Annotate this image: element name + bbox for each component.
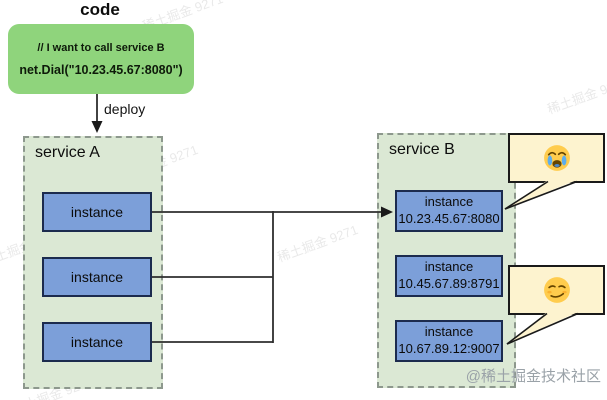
loudly-crying-face-icon bbox=[543, 145, 570, 171]
service-b-instance-2: instance 10.45.67.89:8791 bbox=[395, 255, 503, 297]
diagonal-watermark: 稀土掘金 9271 bbox=[275, 221, 360, 265]
service-b-title: service B bbox=[389, 141, 455, 158]
code-dial-line: net.Dial("10.23.45.67:8080") bbox=[19, 62, 183, 77]
diagonal-watermark: 稀土掘金 9271 bbox=[545, 73, 607, 117]
service-b-instance-3: instance 10.67.89.12:9007 bbox=[395, 320, 503, 362]
instance-address: 10.45.67.89:8791 bbox=[398, 276, 500, 291]
code-comment: // I want to call service B bbox=[37, 41, 165, 54]
instance-label: instance bbox=[70, 269, 124, 285]
service-a-instance-3: instance bbox=[42, 322, 152, 362]
instance-address: 10.67.89.12:9007 bbox=[398, 341, 500, 356]
juejin-watermark: @稀土掘金技术社区 bbox=[465, 368, 601, 385]
deploy-arrowhead bbox=[91, 121, 103, 133]
deploy-label: deploy bbox=[104, 101, 146, 117]
instance-label: instance bbox=[424, 194, 474, 210]
service-b-instance-1: instance 10.23.45.67:8080 bbox=[395, 190, 503, 232]
code-label: code bbox=[80, 0, 120, 19]
instance-label: instance bbox=[424, 324, 474, 340]
code-snippet-box: // I want to call service B net.Dial("10… bbox=[8, 24, 194, 94]
bubble-2-tail bbox=[507, 312, 578, 344]
speech-bubble-smirking bbox=[508, 265, 605, 315]
service-a-instance-2: instance bbox=[42, 257, 152, 297]
speech-bubble-crying bbox=[508, 133, 605, 183]
instance-label: instance bbox=[70, 204, 124, 220]
service-a-title: service A bbox=[35, 144, 100, 161]
smirking-face-icon bbox=[543, 277, 570, 303]
instance-label: instance bbox=[424, 259, 474, 275]
service-a-instance-1: instance bbox=[42, 192, 152, 232]
instance-label: instance bbox=[70, 334, 124, 350]
instance-address: 10.23.45.67:8080 bbox=[398, 211, 500, 226]
